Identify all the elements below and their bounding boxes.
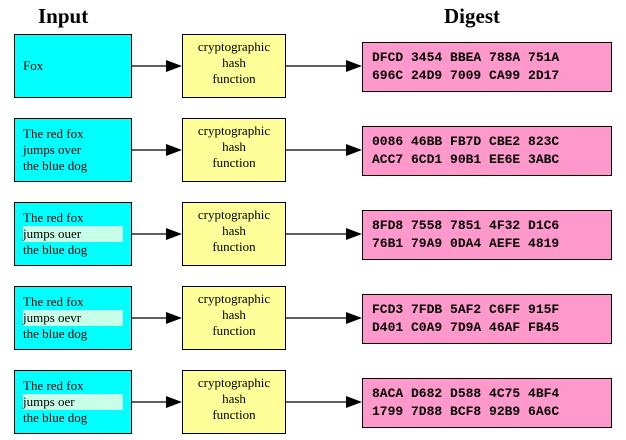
digest-box: 8FD8 7558 7851 4F32 D1C6 76B1 79A9 0DA4 … — [362, 210, 612, 260]
input-line: the blue dog — [23, 158, 88, 173]
hash-function-box: cryptographic hash function — [182, 118, 286, 182]
input-line: The red fox — [23, 294, 84, 309]
input-box: The red fox jumps over the blue dog — [14, 118, 132, 182]
hash-function-box: cryptographic hash function — [182, 286, 286, 350]
hash-label-line: cryptographic — [197, 123, 271, 138]
input-box: Fox — [14, 34, 132, 98]
hash-label-line: function — [212, 155, 256, 170]
digest-line: 696C 24D9 7009 CA99 2D17 — [372, 68, 560, 83]
digest-line: DFCD 3454 BBEA 788A 751A — [372, 50, 560, 65]
hash-function-box: cryptographic hash function — [182, 202, 286, 266]
hash-label-line: hash — [222, 307, 246, 322]
hash-row: The red fox jumps oer the blue dog crypt… — [0, 370, 626, 440]
arrow-icon — [132, 228, 182, 240]
input-header: Input — [38, 4, 89, 28]
hash-row: The red fox jumps oevr the blue dog cryp… — [0, 286, 626, 356]
input-box: The red fox jumps oevr the blue dog — [14, 286, 132, 350]
input-box: The red fox jumps oer the blue dog — [14, 370, 132, 434]
digest-line: D401 C0A9 7D9A 46AF FB45 — [372, 320, 560, 335]
digest-line: 8ACA D682 D588 4C75 4BF4 — [372, 386, 560, 401]
input-line: jumps over — [23, 142, 82, 157]
hash-label-line: function — [212, 239, 256, 254]
digest-line: 0086 46BB FB7D CBE2 823C — [372, 134, 560, 149]
input-line: jumps oevr — [23, 310, 123, 326]
hash-label-line: hash — [222, 391, 246, 406]
hash-function-box: cryptographic hash function — [182, 34, 286, 98]
hash-label-line: cryptographic — [197, 291, 271, 306]
arrow-icon — [286, 144, 362, 156]
input-line: Fox — [23, 58, 44, 73]
input-line: jumps ouer — [23, 226, 123, 242]
hash-label-line: cryptographic — [197, 207, 271, 222]
arrow-icon — [286, 60, 362, 72]
digest-line: FCD3 7FDB 5AF2 C6FF 915F — [372, 302, 560, 317]
input-box: The red fox jumps ouer the blue dog — [14, 202, 132, 266]
digest-line: 76B1 79A9 0DA4 AEFE 4819 — [372, 236, 560, 251]
hash-row: The red fox jumps over the blue dog cryp… — [0, 118, 626, 188]
digest-box: 8ACA D682 D588 4C75 4BF4 1799 7D88 BCF8 … — [362, 378, 612, 428]
arrow-icon — [132, 396, 182, 408]
input-line: The red fox — [23, 210, 84, 225]
input-line: the blue dog — [23, 326, 88, 341]
digest-box: DFCD 3454 BBEA 788A 751A 696C 24D9 7009 … — [362, 42, 612, 92]
hash-label-line: function — [212, 71, 256, 86]
input-line: the blue dog — [23, 410, 88, 425]
arrow-icon — [286, 396, 362, 408]
hash-label-line: hash — [222, 139, 246, 154]
hash-row: Fox cryptographic hash function DFCD 345… — [0, 34, 626, 104]
arrow-icon — [132, 312, 182, 324]
hash-function-box: cryptographic hash function — [182, 370, 286, 434]
digest-box: FCD3 7FDB 5AF2 C6FF 915F D401 C0A9 7D9A … — [362, 294, 612, 344]
input-line: the blue dog — [23, 242, 88, 257]
hash-label-line: hash — [222, 223, 246, 238]
hash-label-line: cryptographic — [197, 375, 271, 390]
hash-label-line: function — [212, 323, 256, 338]
digest-line: 8FD8 7558 7851 4F32 D1C6 — [372, 218, 560, 233]
digest-box: 0086 46BB FB7D CBE2 823C ACC7 6CD1 90B1 … — [362, 126, 612, 176]
arrow-icon — [132, 144, 182, 156]
arrow-icon — [286, 312, 362, 324]
input-line: The red fox — [23, 126, 84, 141]
hash-label-line: hash — [222, 55, 246, 70]
digest-line: 1799 7D88 BCF8 92B9 6A6C — [372, 404, 560, 419]
input-line: jumps oer — [23, 394, 123, 410]
digest-header: Digest — [444, 4, 500, 28]
input-line: The red fox — [23, 378, 84, 393]
hash-label-line: function — [212, 407, 256, 422]
hash-label-line: cryptographic — [197, 39, 271, 54]
arrow-icon — [132, 60, 182, 72]
digest-line: ACC7 6CD1 90B1 EE6E 3ABC — [372, 152, 560, 167]
arrow-icon — [286, 228, 362, 240]
hash-row: The red fox jumps ouer the blue dog cryp… — [0, 202, 626, 272]
